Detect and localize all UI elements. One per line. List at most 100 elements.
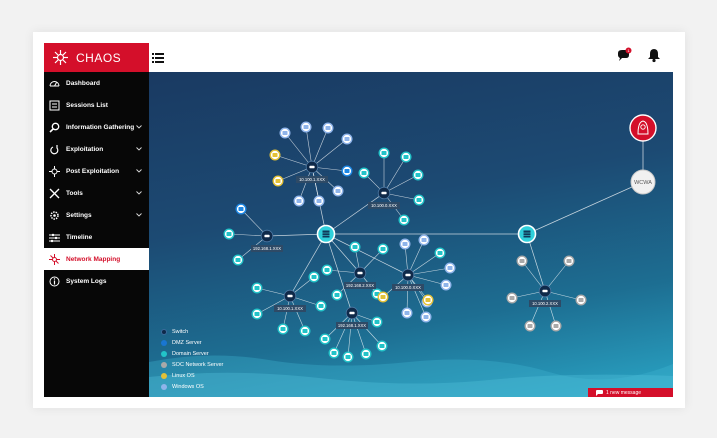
- switch-node[interactable]: [353, 266, 367, 280]
- host-node[interactable]: [319, 333, 331, 345]
- host-node[interactable]: [378, 147, 390, 159]
- legend-item: Windows OS: [161, 381, 223, 392]
- server-icon: [381, 151, 387, 155]
- host-node[interactable]: [313, 195, 325, 207]
- network-link: [274, 154, 313, 168]
- host-node[interactable]: [269, 149, 281, 161]
- host-node[interactable]: [524, 320, 536, 332]
- attacker-node-ring: [629, 114, 657, 142]
- chevron-down-icon: [136, 190, 142, 197]
- host-node[interactable]: [299, 325, 311, 337]
- host-node[interactable]: [332, 185, 344, 197]
- host-node[interactable]: [422, 294, 434, 306]
- host-node[interactable]: [360, 348, 372, 360]
- host-node[interactable]: [251, 282, 263, 294]
- chevron-down-icon: [136, 168, 142, 175]
- host-node[interactable]: [321, 264, 333, 276]
- host-node[interactable]: [575, 294, 587, 306]
- switch-icon: [357, 271, 363, 275]
- host-node[interactable]: [413, 194, 425, 206]
- sidebar-item-post-exploitation[interactable]: Post Exploitation: [44, 160, 149, 182]
- switch-node[interactable]: [401, 268, 415, 282]
- host-node[interactable]: [506, 292, 518, 304]
- core-hub-node[interactable]: [517, 224, 537, 244]
- host-node[interactable]: [322, 122, 334, 134]
- host-node[interactable]: [516, 255, 528, 267]
- host-node[interactable]: [251, 308, 263, 320]
- notifications-button[interactable]: [647, 47, 661, 68]
- host-node[interactable]: [328, 347, 340, 359]
- host-node[interactable]: [420, 311, 432, 323]
- host-node[interactable]: [418, 234, 430, 246]
- host-node[interactable]: [235, 203, 247, 215]
- host-node[interactable]: [232, 254, 244, 266]
- brand-logo[interactable]: CHAOS: [44, 43, 149, 72]
- switch-node[interactable]: [345, 306, 359, 320]
- hooded-hacker-icon: [637, 120, 649, 135]
- legend-label: Domain Server: [172, 350, 209, 357]
- switch-label-text: 192.168.1.XXX: [338, 323, 366, 328]
- host-node[interactable]: [412, 169, 424, 181]
- host-node[interactable]: [550, 320, 562, 332]
- sidebar-item-timeline[interactable]: Timeline: [44, 226, 149, 248]
- switch-label: 10.100.1.XXX: [274, 305, 306, 312]
- host-node[interactable]: [377, 243, 389, 255]
- network-graph[interactable]: 10.100.1.XXX10.100.0.XXX192.168.1.XXX192…: [149, 72, 673, 397]
- host-node[interactable]: [341, 165, 353, 177]
- switch-node[interactable]: [538, 284, 552, 298]
- host-node[interactable]: [401, 307, 413, 319]
- host-node[interactable]: [331, 289, 343, 301]
- host-node[interactable]: [342, 351, 354, 363]
- switch-node[interactable]: [305, 160, 319, 174]
- switch-node[interactable]: [260, 229, 274, 243]
- legend-item: Domain Server: [161, 348, 223, 359]
- host-node[interactable]: [223, 228, 235, 240]
- new-message-toast[interactable]: 1 new message: [588, 388, 673, 397]
- switch-node[interactable]: [377, 186, 391, 200]
- server-icon: [403, 155, 409, 159]
- core-hub-node[interactable]: [316, 224, 336, 244]
- host-node[interactable]: [444, 262, 456, 274]
- host-node[interactable]: [300, 121, 312, 133]
- switch-label: 192.168.1.XXX: [336, 322, 368, 329]
- host-node[interactable]: [341, 133, 353, 145]
- menu-toggle-button[interactable]: [152, 50, 166, 64]
- sidebar-item-dashboard[interactable]: Dashboard: [44, 72, 149, 94]
- server-icon: [416, 198, 422, 202]
- server-icon: [402, 242, 408, 246]
- sidebar-item-settings[interactable]: Settings: [44, 204, 149, 226]
- host-node[interactable]: [358, 167, 370, 179]
- sidebar-item-sessions-list[interactable]: Sessions List: [44, 94, 149, 116]
- host-node[interactable]: [308, 271, 320, 283]
- host-node[interactable]: [398, 214, 410, 226]
- host-node[interactable]: [377, 291, 389, 303]
- host-node[interactable]: [563, 255, 575, 267]
- legend-swatch: [161, 339, 167, 346]
- host-node[interactable]: [434, 247, 446, 259]
- host-node[interactable]: [349, 241, 361, 253]
- host-node[interactable]: [277, 323, 289, 335]
- chat-button[interactable]: 1: [616, 47, 632, 68]
- host-node[interactable]: [440, 279, 452, 291]
- host-node[interactable]: [315, 300, 327, 312]
- sidebar-item-system-logs[interactable]: System Logs: [44, 270, 149, 292]
- host-node[interactable]: [371, 316, 383, 328]
- attacker-node[interactable]: [629, 114, 657, 142]
- network-link: [305, 126, 313, 168]
- sidebar-item-network-mapping[interactable]: Network Mapping: [44, 248, 149, 270]
- sidebar-item-tools[interactable]: Tools: [44, 182, 149, 204]
- host-node[interactable]: [399, 238, 411, 250]
- host-node[interactable]: [272, 175, 284, 187]
- wcwa-node[interactable]: WCWA: [630, 169, 656, 195]
- host-node[interactable]: [279, 127, 291, 139]
- sidebar-item-information-gathering[interactable]: Information Gathering: [44, 116, 149, 138]
- host-node[interactable]: [293, 195, 305, 207]
- sidebar-item-exploitation[interactable]: Exploitation: [44, 138, 149, 160]
- host-node[interactable]: [376, 340, 388, 352]
- server-icon: [296, 199, 302, 203]
- switch-node[interactable]: [283, 289, 297, 303]
- switch-label: 192.168.1.XXX: [251, 245, 283, 252]
- host-node[interactable]: [400, 151, 412, 163]
